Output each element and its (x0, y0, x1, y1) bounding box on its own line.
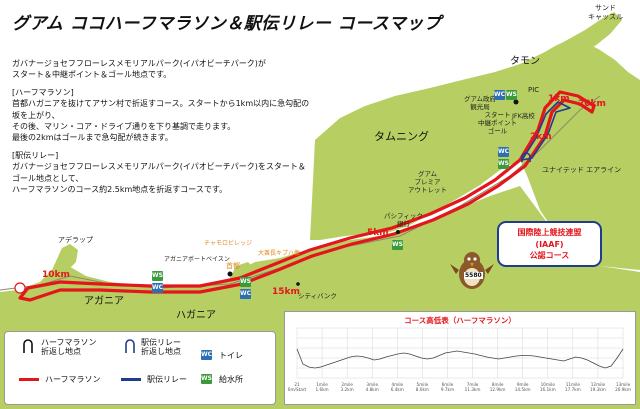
elevation-profile (296, 327, 624, 379)
place-jfk: JFK高校 (512, 112, 535, 120)
legend-half-line-label: ハーフマラソン (45, 375, 101, 384)
elevation-tick-label: 10mile 16.1km (539, 382, 556, 392)
legend-relay-turn-icon (125, 339, 135, 353)
relay-turnaround-icon (521, 152, 531, 162)
legend-toilet-badge: WC (201, 350, 213, 360)
legend: ハーフマラソン 折返し地点 駅伝リレー 折返し地点 WC トイレ ハーフマラソン… (4, 331, 276, 405)
elevation-tick-label: 7mile 11.3km (464, 382, 481, 392)
place-eternal: 大酋長キプハ像 (258, 250, 301, 257)
km-marker-1: 1km (548, 94, 570, 104)
place-start-point: スタート 中継ポイント ゴール (478, 111, 517, 135)
page-title: グアム ココハーフマラソン＆駅伝リレー コースマップ (12, 14, 442, 34)
place-adelup: アデラップ (58, 236, 93, 244)
map-toilet-badge-3: WC (152, 283, 164, 293)
elevation-tick-label: 6mile 9.7km (440, 382, 455, 392)
iaaf-line-2: (IAAF) (535, 239, 564, 249)
elevation-tick-label: 8mile 12.9km (489, 382, 506, 392)
elevation-tick-label: 3mile 4.8km (365, 382, 379, 392)
elevation-tick-label: 11mile 17.7km (564, 382, 581, 392)
land-north (310, 40, 640, 270)
map-toilet-badge-1: WC (494, 90, 506, 100)
half-heading: [ハーフマラソン] (12, 87, 74, 97)
km-marker-15: 15km (272, 287, 300, 297)
place-tamuning: タムニング (374, 130, 429, 143)
km-marker-2: 2km (530, 132, 552, 142)
place-agana-heights: アガニア (84, 296, 124, 307)
land-adelup (52, 244, 78, 270)
legend-half-line (19, 378, 39, 381)
place-premier: グアム プレミア アウトレット (408, 170, 447, 194)
relay-heading: [駅伝リレー] (12, 150, 59, 160)
land-tamon-point (520, 12, 622, 74)
citibank-marker (296, 282, 300, 286)
km-marker-20: 20km (578, 99, 606, 109)
place-guam-gov: グアム政府 観光局 (464, 95, 497, 111)
km-marker-10: 10km (42, 270, 70, 280)
elevation-tick-label: 1mile 1.6km (315, 382, 329, 392)
elevation-tick-label: 9mile 14.5km (514, 382, 531, 392)
pacific-bank-marker (396, 230, 400, 234)
place-united: ユナイテッド エアライン (542, 166, 622, 174)
place-chamorro: チャモロビレッジ (204, 240, 252, 247)
course-description: ガバナージョセフフローレスメモリアルパーク(イパオビーチパーク)が スタート＆中… (12, 58, 312, 195)
place-main-post: アガニアボートベイスン (164, 256, 230, 263)
legend-relay-line-label: 駅伝リレー (147, 375, 187, 384)
place-pic: PIC (528, 86, 540, 94)
legend-half-turn-label: ハーフマラソン 折返し地点 (41, 338, 97, 356)
relay-text: ガバナージョセフフローレスメモリアルパーク(イパオビーチパーク)をスタート＆ゴー… (12, 162, 306, 195)
iaaf-line-3: 公認コース (529, 251, 570, 260)
map-toilet-badge-4: WC (240, 289, 252, 299)
elevation-title: コース高低表（ハーフマラソン） (404, 316, 516, 325)
half-turnaround-icon (14, 282, 26, 294)
place-pacific: パシフィック 銀行 (384, 212, 423, 228)
mascot-number: 5580 (464, 272, 483, 279)
map-water-badge-3: WS (392, 240, 403, 250)
legend-water-badge: WS (201, 374, 212, 384)
map-water-badge-4: WS (152, 271, 163, 281)
capital-marker (227, 271, 233, 277)
legend-water-label: 給水所 (219, 375, 243, 384)
half-marathon-route (18, 90, 596, 302)
iaaf-line-1: 国際陸上競技連盟 (517, 228, 582, 237)
half-text: 首都ハガニアを抜けてアサン村で折返すコース。スタートから1km以内に急勾配の坂を… (12, 99, 310, 143)
legend-relay-turn-label: 駅伝リレー 折返し地点 (141, 338, 181, 356)
map-water-badge-1: WS (506, 90, 517, 100)
legend-half-turn-icon (23, 339, 33, 353)
place-tamon: タモン (510, 56, 540, 67)
intro-text: ガバナージョセフフローレスメモリアルパーク(イパオビーチパーク)が スタート＆中… (12, 59, 266, 80)
elevation-tick-label: 2mile 3.2km (340, 382, 354, 392)
start-marker (513, 99, 519, 105)
elevation-tick-label: 21 0m/Start (287, 382, 307, 392)
place-city-bank: シティバンク (298, 292, 337, 300)
km-marker-5: 5km (367, 228, 389, 238)
legend-relay-line (121, 378, 141, 381)
elevation-tick-label: 5mile 8.0km (415, 382, 429, 392)
map-water-badge-2: WS (498, 159, 509, 169)
place-sand-castle: サンド キャッスル (588, 4, 623, 21)
map-water-badge-5: WS (240, 277, 251, 287)
place-hagatna: ハガニア (176, 310, 216, 321)
legend-toilet-label: トイレ (219, 351, 243, 360)
elevation-tick-label: 13mile 20.9km (615, 382, 631, 392)
map-toilet-badge-2: WC (498, 147, 510, 157)
mascot-bird-icon: 5580 (448, 250, 496, 292)
elevation-chart: コース高低表（ハーフマラソン） 21 0m/Start 1mile 1.6km 2m… (284, 311, 636, 405)
elevation-line (296, 348, 624, 369)
place-shuto: 首都 (226, 262, 240, 270)
elevation-tick-label: 4mile 6.4km (390, 382, 404, 392)
iaaf-certification-box: 国際陸上競技連盟 (IAAF) 公認コース (497, 221, 602, 267)
elevation-tick-label: 12mile 19.3km (590, 382, 606, 392)
